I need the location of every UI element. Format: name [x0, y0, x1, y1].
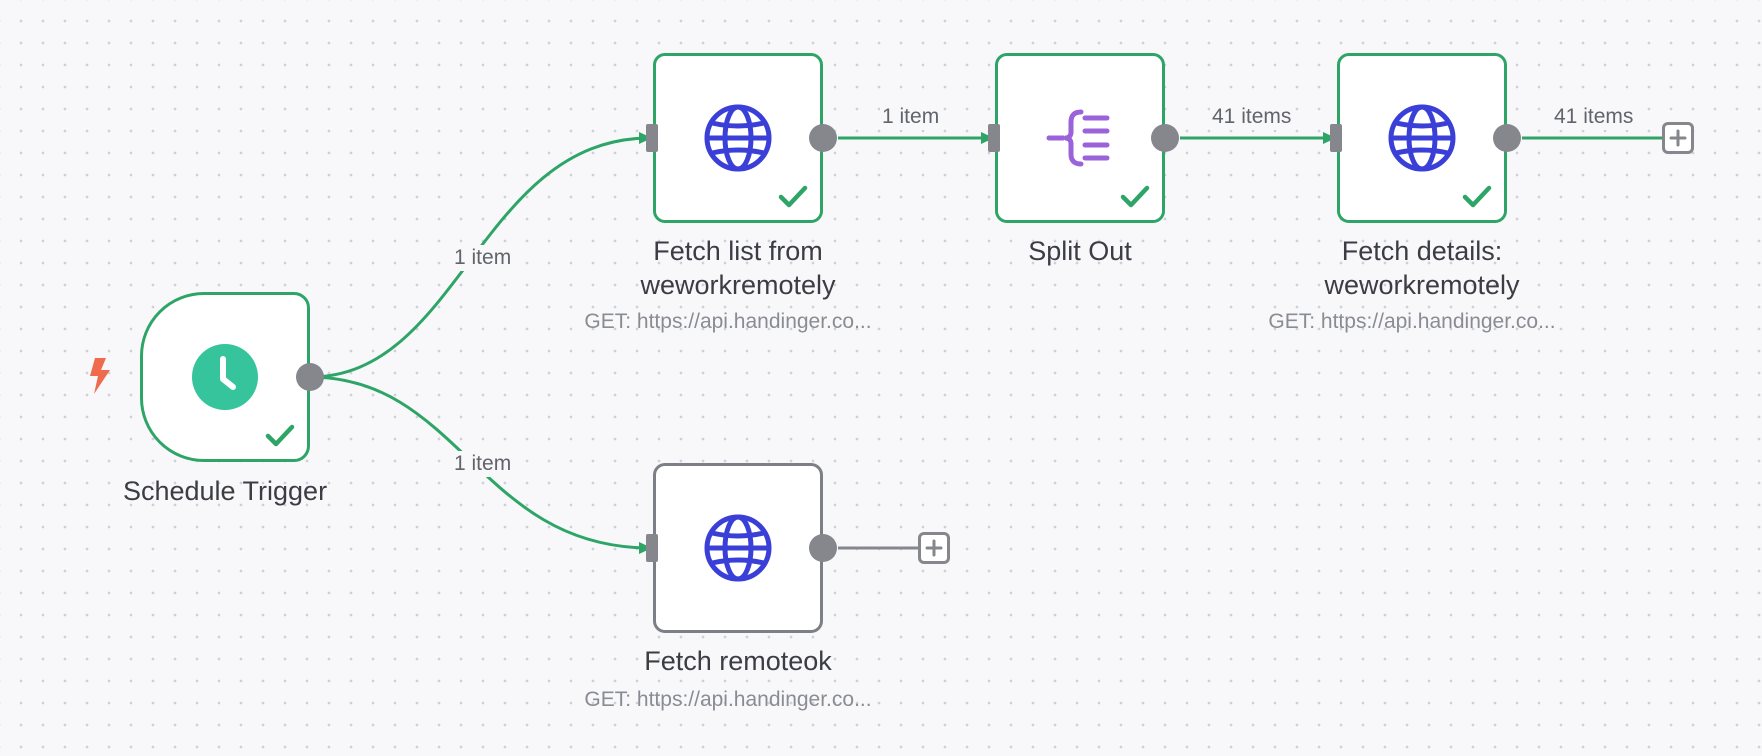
node-fetch-details-weworkremotely[interactable] [1337, 53, 1507, 223]
node-split-out[interactable] [995, 53, 1165, 223]
input-handle-fetch-details[interactable] [1330, 124, 1342, 152]
edge-label-fetch-list-to-split-out: 1 item [880, 104, 942, 130]
split-out-icon [1046, 109, 1110, 167]
output-handle-fetch-list[interactable] [809, 124, 837, 152]
success-check-icon [1462, 185, 1492, 208]
globe-icon [704, 104, 772, 172]
node-fetch-list-weworkremotely[interactable] [653, 53, 823, 223]
node-title-fetch-list-line1: Fetch list from [653, 236, 823, 266]
output-handle-fetch-details[interactable] [1493, 124, 1521, 152]
edge-label-fetch-details-out: 41 items [1552, 104, 1636, 130]
node-subtitle-fetch-remoteok: GET: https://api.handinger.co... [584, 688, 872, 711]
output-handle-fetch-remoteok[interactable] [809, 534, 837, 562]
success-check-icon [265, 424, 295, 447]
plus-icon [1669, 129, 1687, 147]
globe-icon [704, 514, 772, 582]
node-schedule-trigger[interactable] [140, 292, 310, 462]
globe-icon [1388, 104, 1456, 172]
node-fetch-remoteok[interactable] [653, 463, 823, 633]
node-subtitle-fetch-details: GET: https://api.handinger.co... [1268, 310, 1556, 333]
edge-label-trigger-to-fetch-remoteok: 1 item [452, 451, 514, 477]
node-title-fetch-list: Fetch list from weworkremotely [588, 234, 888, 302]
input-handle-fetch-remoteok[interactable] [646, 534, 658, 562]
node-title-fetch-remoteok: Fetch remoteok [644, 646, 832, 676]
add-node-after-fetch-details-button[interactable] [1662, 122, 1694, 154]
add-node-after-fetch-remoteok-button[interactable] [918, 532, 950, 564]
plus-icon [925, 539, 943, 557]
edge-label-trigger-to-fetch-list: 1 item [452, 245, 514, 271]
output-handle-split-out[interactable] [1151, 124, 1179, 152]
node-subtitle-fetch-list: GET: https://api.handinger.co... [584, 310, 872, 333]
node-title-split-out: Split Out [1028, 236, 1132, 266]
success-check-icon [778, 185, 808, 208]
node-title-fetch-details-line2: weworkremotely [1324, 270, 1520, 300]
node-title-fetch-details: Fetch details: weworkremotely [1272, 234, 1572, 302]
node-title-fetch-details-line1: Fetch details: [1341, 236, 1503, 266]
node-title-fetch-list-line2: weworkremotely [640, 270, 836, 300]
node-title-schedule-trigger: Schedule Trigger [122, 476, 328, 506]
edge-label-split-out-to-fetch-details: 41 items [1210, 104, 1294, 130]
success-check-icon [1120, 185, 1150, 208]
clock-icon [192, 344, 258, 410]
input-handle-split-out[interactable] [988, 124, 1000, 152]
input-handle-fetch-list[interactable] [646, 124, 658, 152]
trigger-bolt-icon [90, 358, 110, 394]
output-handle-schedule-trigger[interactable] [296, 363, 324, 391]
